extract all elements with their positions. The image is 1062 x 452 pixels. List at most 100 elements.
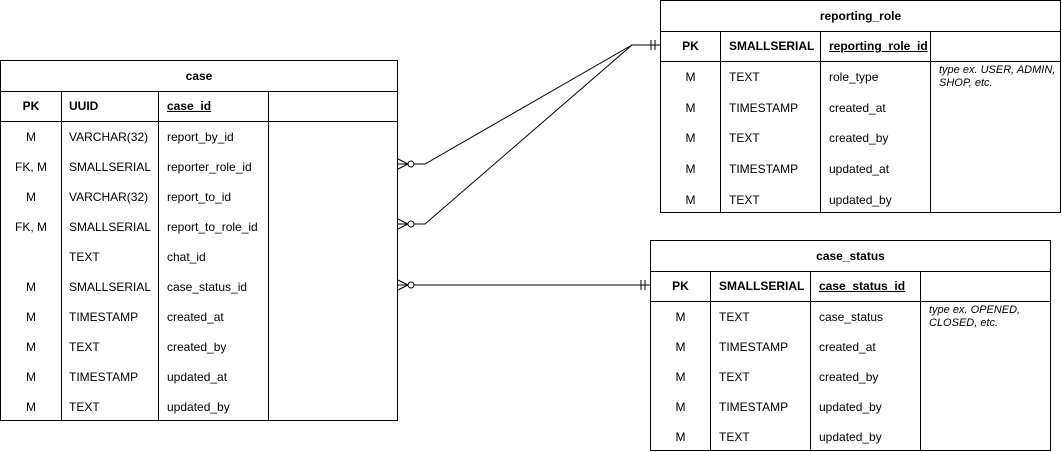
row-name: created_by bbox=[167, 340, 227, 354]
pk-name: case_id bbox=[167, 99, 212, 113]
table-row: M TIMESTAMP created_at bbox=[1, 302, 397, 332]
table-row: M VARCHAR(32) report_by_id bbox=[1, 122, 397, 152]
row-type: TEXT bbox=[729, 70, 760, 84]
row-key: FK, M bbox=[15, 160, 47, 174]
pk-type: SMALLSERIAL bbox=[729, 39, 815, 53]
row-key: M bbox=[26, 130, 36, 144]
table-case: case PK UUID case_id M VARCHAR(32) repor… bbox=[0, 60, 398, 421]
table-row: M TIMESTAMP created_at bbox=[651, 332, 1050, 362]
row-name: case_status_id bbox=[167, 280, 248, 294]
row-key: M bbox=[675, 370, 686, 384]
row-name: created_at bbox=[829, 101, 886, 115]
pk-key: PK bbox=[682, 39, 699, 53]
table-reporting-role: reporting_role PK SMALLSERIAL reporting_… bbox=[660, 0, 1061, 213]
table-row: M TEXT updated_by bbox=[1, 392, 397, 422]
col-divider bbox=[930, 31, 931, 212]
table-row: FK, M SMALLSERIAL reporter_role_id bbox=[1, 152, 397, 182]
row-type: TEXT bbox=[69, 400, 100, 414]
pk-type: UUID bbox=[69, 99, 99, 113]
row-key: M bbox=[26, 280, 36, 294]
table-row: TEXT chat_id bbox=[1, 242, 397, 272]
row-key: M bbox=[675, 310, 686, 324]
row-name: created_by bbox=[829, 131, 889, 145]
pk-key: PK bbox=[22, 99, 40, 113]
row-name: reporter_role_id bbox=[167, 160, 252, 174]
col-divider bbox=[61, 91, 62, 420]
row-name: report_to_id bbox=[167, 190, 232, 204]
table-pk-row: PK SMALLSERIAL case_status_id bbox=[651, 272, 1050, 302]
row-type: TEXT bbox=[729, 193, 760, 207]
row-key bbox=[1, 242, 61, 272]
row-name: case_status bbox=[819, 310, 884, 324]
row-key: M bbox=[685, 162, 696, 176]
row-type: SMALLSERIAL bbox=[69, 160, 152, 174]
row-name: updated_by bbox=[829, 193, 892, 207]
table-row: M TIMESTAMP updated_by bbox=[651, 392, 1050, 422]
table-row: M TEXT created_by bbox=[1, 332, 397, 362]
table-row: M VARCHAR(32) report_to_id bbox=[1, 182, 397, 212]
row-type: TEXT bbox=[69, 340, 100, 354]
table-row: M TEXT created_by bbox=[661, 123, 1060, 153]
row-type: TIMESTAMP bbox=[719, 340, 789, 354]
zero-circle-icon bbox=[407, 160, 415, 168]
row-type: TIMESTAMP bbox=[719, 400, 789, 414]
row-type: TEXT bbox=[69, 250, 100, 264]
col-divider bbox=[158, 91, 159, 420]
col-divider bbox=[720, 31, 721, 212]
row-type: TEXT bbox=[719, 370, 750, 384]
row-key: M bbox=[675, 340, 686, 354]
row-type: TEXT bbox=[719, 430, 750, 444]
table-rows: M VARCHAR(32) report_by_id FK, M SMALLSE… bbox=[1, 122, 397, 422]
col-divider bbox=[710, 271, 711, 450]
table-title: case_status bbox=[651, 241, 1050, 272]
table-rows: M TEXT case_status M TIMESTAMP created_a… bbox=[651, 302, 1050, 452]
row-type: TEXT bbox=[719, 310, 750, 324]
row-name: created_at bbox=[819, 340, 876, 354]
row-name: report_to_role_id bbox=[167, 220, 258, 234]
row-type: VARCHAR(32) bbox=[69, 190, 149, 204]
row-type: VARCHAR(32) bbox=[69, 130, 149, 144]
pk-key: PK bbox=[672, 279, 689, 293]
row-name: updated_by bbox=[167, 400, 230, 414]
row-key: M bbox=[685, 131, 696, 145]
pk-type: SMALLSERIAL bbox=[719, 279, 805, 293]
table-pk-row: PK SMALLSERIAL reporting_role_id bbox=[661, 32, 1060, 62]
rel-reporter-role-line bbox=[398, 44, 660, 165]
table-note: type ex. OPENED, CLOSED, etc. bbox=[929, 304, 1021, 329]
row-key: M bbox=[675, 430, 686, 444]
table-title: reporting_role bbox=[661, 1, 1060, 32]
row-key: M bbox=[26, 400, 36, 414]
pk-name: reporting_role_id bbox=[829, 39, 928, 53]
row-name: updated_at bbox=[829, 162, 890, 176]
table-row: M TIMESTAMP updated_at bbox=[661, 153, 1060, 185]
table-row: FK, M SMALLSERIAL report_to_role_id bbox=[1, 212, 397, 242]
row-name: chat_id bbox=[167, 250, 206, 264]
row-type: SMALLSERIAL bbox=[69, 280, 152, 294]
col-divider bbox=[820, 31, 821, 212]
col-divider bbox=[920, 271, 921, 450]
row-type: TIMESTAMP bbox=[729, 162, 799, 176]
row-name: report_by_id bbox=[167, 130, 234, 144]
row-key: M bbox=[26, 190, 36, 204]
row-key: M bbox=[685, 70, 696, 84]
row-type: TIMESTAMP bbox=[729, 101, 799, 115]
table-pk-row: PK UUID case_id bbox=[1, 92, 397, 122]
table-case-status: case_status PK SMALLSERIAL case_status_i… bbox=[650, 240, 1051, 451]
table-row: M TEXT role_type bbox=[661, 62, 1060, 93]
one-bar-icon bbox=[640, 280, 646, 290]
table-note: type ex. USER, ADMIN, SHOP, etc. bbox=[939, 64, 1056, 89]
row-key: M bbox=[26, 310, 36, 324]
table-row: M TEXT updated_by bbox=[661, 185, 1060, 215]
row-name: role_type bbox=[829, 70, 879, 84]
col-divider bbox=[810, 271, 811, 450]
row-type: TEXT bbox=[729, 131, 760, 145]
row-type: TIMESTAMP bbox=[69, 370, 139, 384]
row-name: updated_by bbox=[819, 430, 882, 444]
row-key: M bbox=[675, 400, 686, 414]
zero-circle-icon bbox=[407, 220, 415, 228]
row-type: SMALLSERIAL bbox=[69, 220, 152, 234]
table-row: M TEXT case_status bbox=[651, 302, 1050, 332]
zero-circle-icon bbox=[407, 281, 415, 289]
row-key: M bbox=[685, 193, 696, 207]
